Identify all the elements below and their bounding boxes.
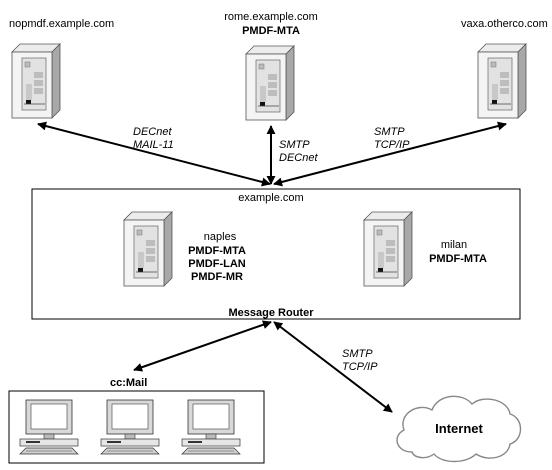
server-milan-icon (363, 211, 413, 287)
naples-role-1: PMDF-MTA (188, 245, 246, 257)
link-internet-arrow (273, 321, 393, 413)
rome-host: rome.example.com (224, 11, 318, 23)
naples-role-2: PMDF-LAN (188, 258, 245, 270)
milan-role: PMDF-MTA (429, 253, 487, 265)
internet-link-proto-2: TCP/IP (342, 361, 378, 373)
workstation-1-icon (19, 399, 79, 455)
rome-link-proto-1: SMTP (279, 139, 310, 151)
rome-role: PMDF-MTA (242, 25, 300, 37)
milan-host: milan (441, 239, 467, 251)
nopmdf-host: nopmdf.example.com (9, 18, 114, 30)
naples-role-3: PMDF-MR (191, 271, 243, 283)
workstation-3-icon (181, 399, 241, 455)
link-vaxa-arrow (273, 121, 507, 187)
server-nopmdf-icon (11, 43, 61, 119)
server-rome-icon (245, 45, 295, 121)
link-nopmdf-arrow (37, 121, 271, 187)
ccmail-label: cc:Mail (110, 377, 147, 389)
naples-host: naples (204, 231, 237, 243)
message-router-label: Message Router (229, 307, 315, 319)
internet-link-proto-1: SMTP (342, 348, 373, 360)
server-naples-icon (123, 211, 173, 287)
vaxa-host: vaxa.otherco.com (461, 18, 548, 30)
nopmdf-link-proto-1: DECnet (133, 126, 172, 138)
domain-box (31, 188, 521, 320)
nopmdf-link-proto-2: MAIL-11 (133, 139, 174, 151)
server-vaxa-icon (477, 43, 527, 119)
link-ccmail-arrow (133, 320, 272, 372)
vaxa-link-proto-1: SMTP (374, 126, 405, 138)
workstation-2-icon (100, 399, 160, 455)
rome-link-proto-2: DECnet (279, 152, 318, 164)
internet-cloud-icon (396, 395, 522, 463)
domain-title: example.com (238, 192, 303, 204)
internet-label: Internet (435, 421, 483, 436)
vaxa-link-proto-2: TCP/IP (374, 139, 410, 151)
